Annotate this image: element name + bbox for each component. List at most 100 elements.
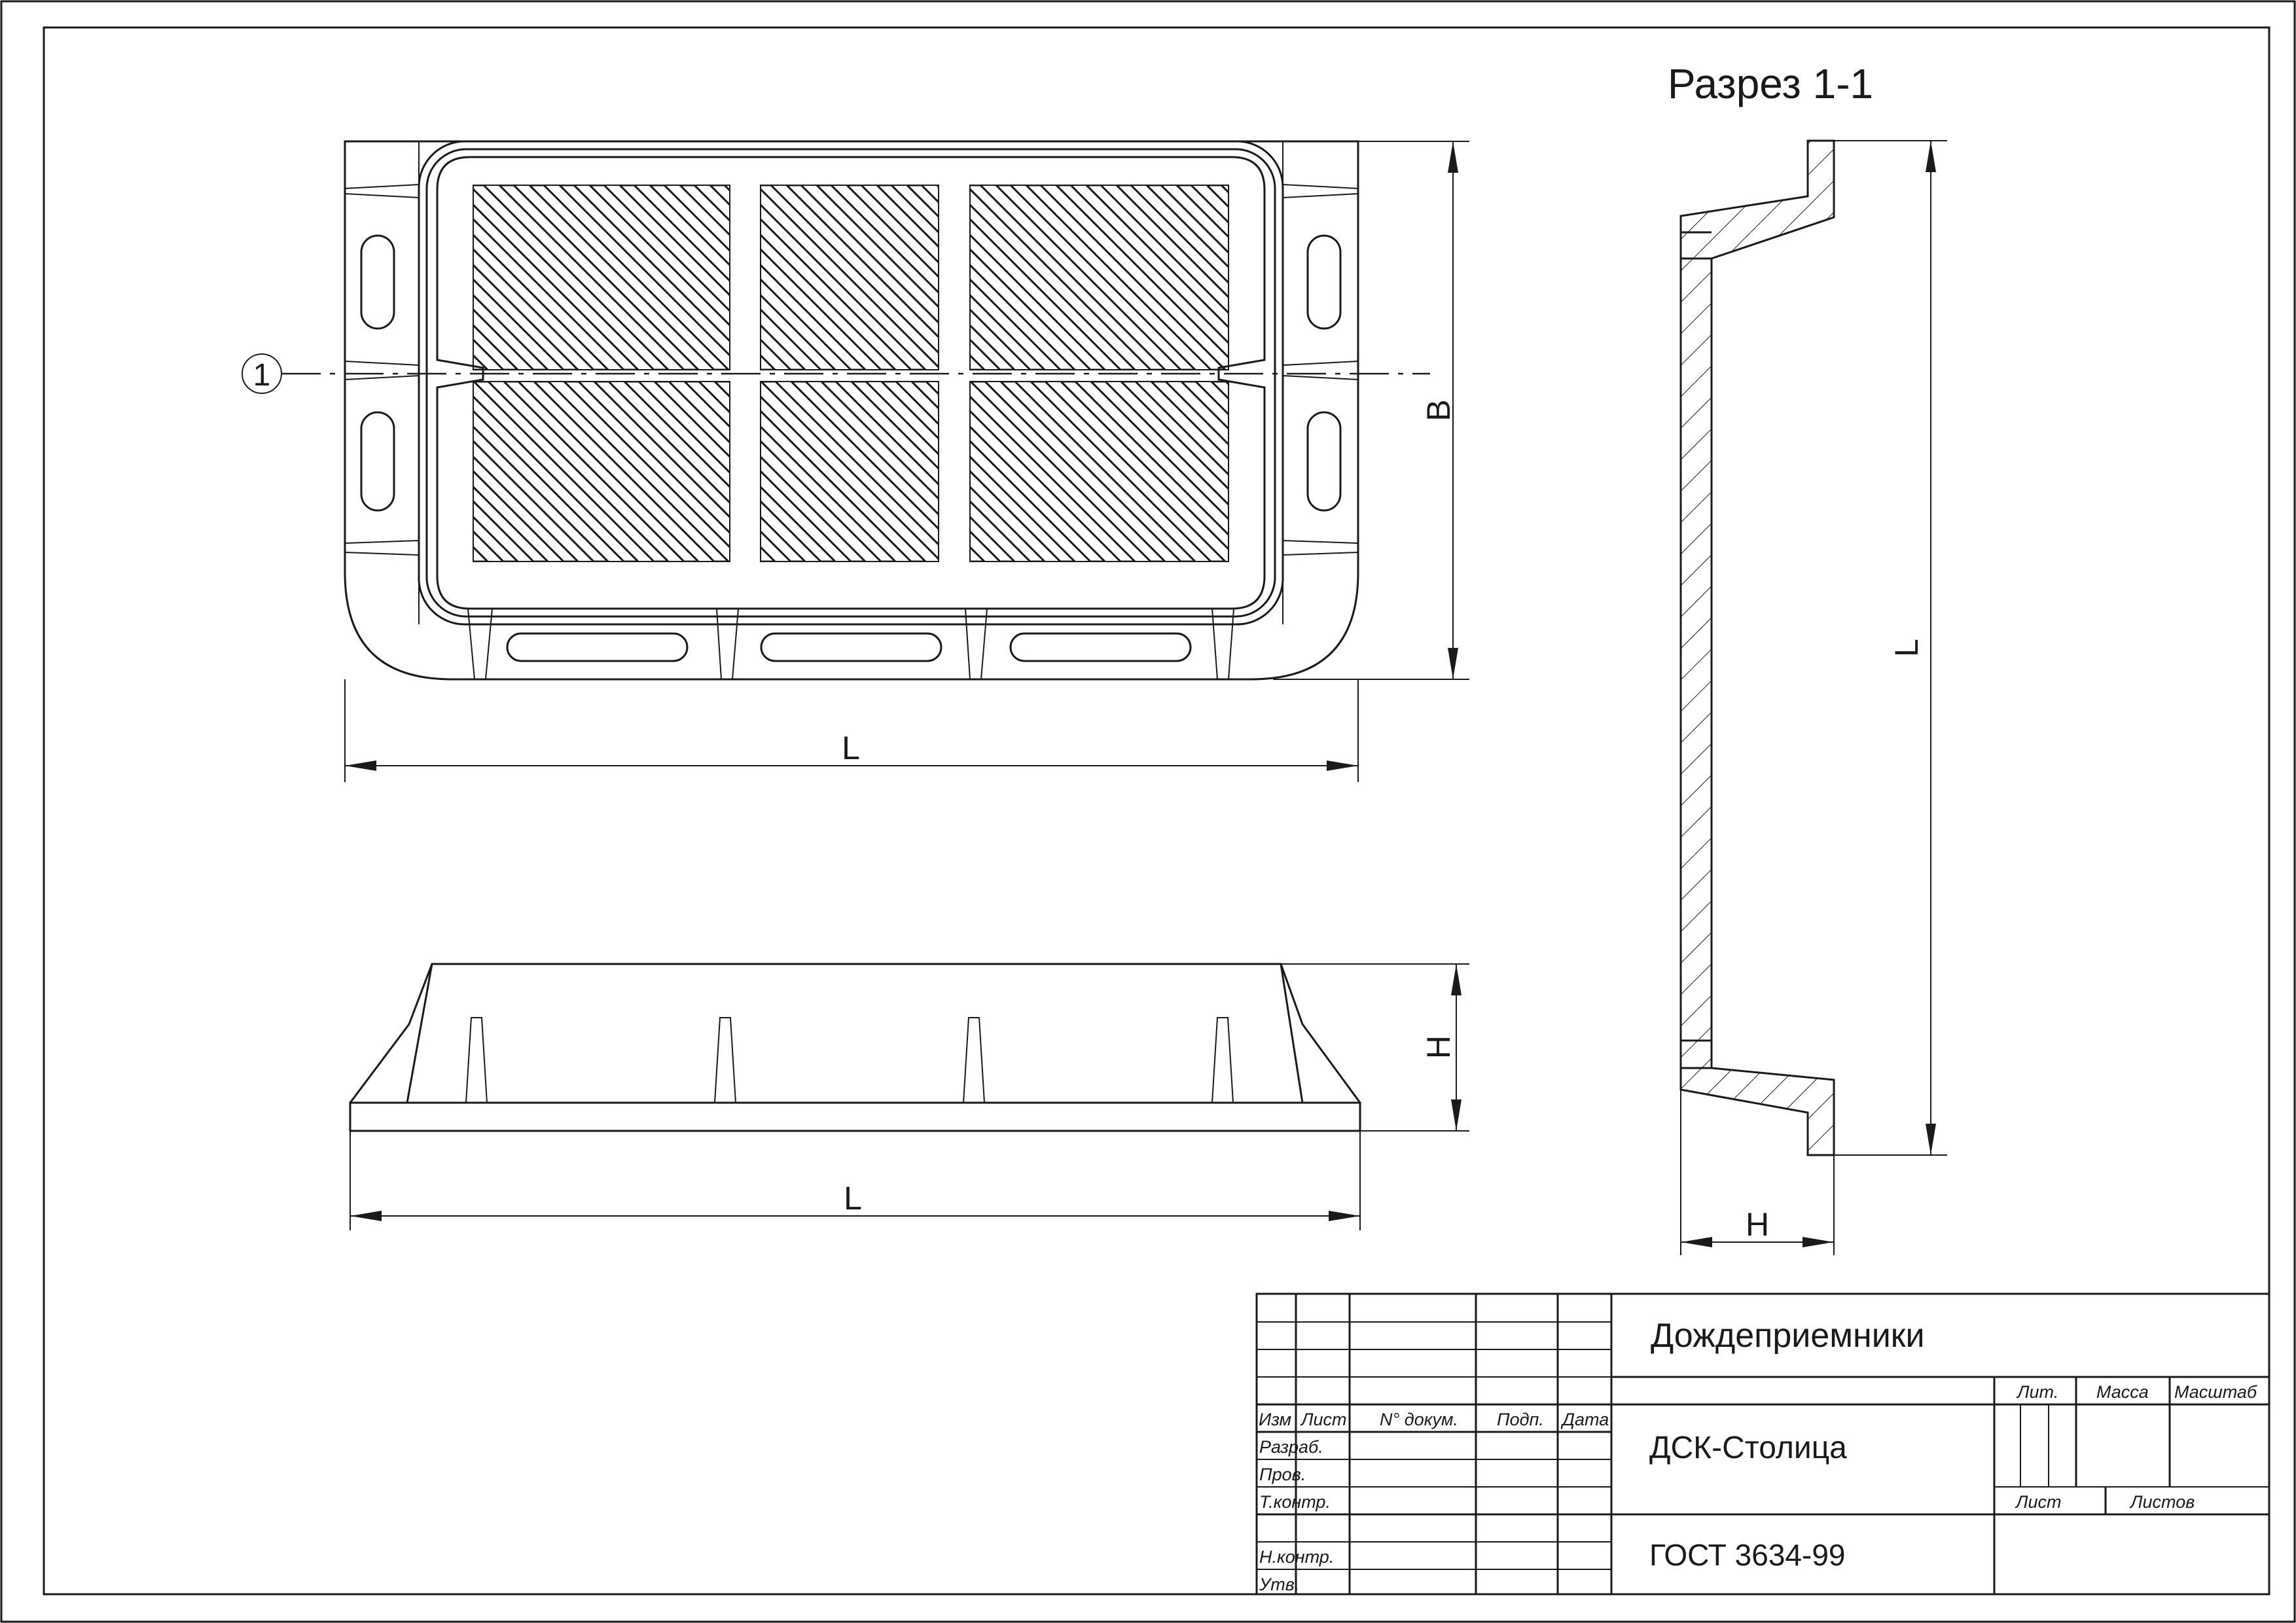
grate-panel-top-middle-frame [760, 185, 939, 370]
side-dimension-height: H [1281, 963, 1469, 1132]
plan-outer-contour [344, 140, 1359, 681]
grate-panel-bottom-right-frame [969, 381, 1229, 562]
grate-bar [970, 185, 1167, 370]
grate-bar [588, 185, 730, 327]
grate-panel-top-right-frame [969, 185, 1229, 370]
grate-panel-top-left [473, 185, 730, 370]
inner-frame [43, 26, 2270, 1596]
grate-bar [970, 382, 1167, 562]
tb-info-lit: Лит. [2016, 1382, 2058, 1402]
grate-bar [1205, 185, 1229, 209]
plan-slot-right-top [1306, 234, 1342, 330]
tb-info-scale: Масштаб [2174, 1382, 2257, 1402]
section-marker-circle [242, 353, 282, 394]
plan-slot-left-top [360, 234, 395, 330]
tb-header-list: Лист [1300, 1410, 1347, 1429]
grate-bar [562, 382, 730, 549]
side-view [349, 963, 1361, 1132]
grate-bar [994, 185, 1197, 370]
grate-panel-bottom-middle [761, 382, 939, 562]
section-profile-hatched [1679, 139, 1835, 1156]
grate-panel-bottom-left [473, 382, 730, 562]
section-dim-length-label: L [1888, 639, 1925, 657]
side-body [349, 963, 1361, 1103]
title-block-grid [1257, 1294, 2269, 1594]
title-block: Изм Лист N° докум. Подп. Дата Разраб. Пр… [1255, 1293, 2270, 1596]
plan-side-ribs [344, 183, 1359, 556]
grate-bar [473, 203, 640, 370]
tb-role-tech-control: Т.контр. [1259, 1492, 1331, 1512]
grate-bar [761, 382, 939, 561]
grate-bar [761, 185, 939, 369]
grate-bar [761, 233, 897, 370]
grate-bar [473, 395, 640, 562]
tb-sheets-label: Листов [2129, 1492, 2195, 1512]
tb-role-norm-control: Н.контр. [1259, 1547, 1334, 1567]
grate-bar [473, 382, 670, 562]
section-title: Разрез 1-1 [1668, 60, 1873, 107]
section-dimension-height: H [1680, 1090, 1835, 1255]
grate-bar [1059, 382, 1229, 551]
grate-bar [1175, 185, 1229, 239]
grate-bar [1237, 185, 1436, 370]
tb-organization: ДСК-Столица [1649, 1431, 1847, 1465]
grate-bar [970, 233, 1107, 370]
grate-bar [558, 185, 730, 357]
section-marker-label: 1 [253, 358, 271, 393]
grate-bar [761, 455, 867, 562]
side-base-plate [349, 1101, 1361, 1132]
plan-dimension-width: B [1273, 141, 1469, 680]
plan-view: 1 [242, 140, 1436, 681]
plan-slot-bottom-1 [506, 632, 689, 662]
tb-role-developer: Разраб. [1259, 1437, 1323, 1457]
grate-panel-top-left-frame [473, 185, 730, 370]
grate-bar [502, 382, 700, 562]
grate-bar [473, 263, 580, 370]
grate-bar [970, 263, 1077, 370]
side-dimension-length: L [350, 1131, 1361, 1230]
grate-bar [528, 185, 730, 370]
grate-bar [473, 233, 610, 370]
tb-header-sign: Подп. [1497, 1410, 1544, 1429]
grate-bar [1089, 382, 1229, 521]
grate-bar [970, 455, 1077, 562]
grate-bar [473, 545, 490, 562]
grate-bar [761, 203, 927, 370]
grate-bar [473, 185, 670, 370]
plan-frame-ring-2 [425, 148, 1276, 618]
tb-info-mass: Масса [2096, 1382, 2149, 1402]
grate-bar [999, 382, 1197, 562]
grate-bar [1024, 185, 1227, 370]
grate-panel-bottom-middle-frame [760, 381, 939, 562]
grate-panel-bottom-left-frame [473, 381, 730, 562]
plan-slot-bottom-3 [1009, 632, 1192, 662]
grate-bar [1115, 185, 1229, 299]
grate-panel-bottom-right [970, 382, 1229, 562]
grate-bar [761, 263, 867, 370]
grate-bar [473, 455, 580, 562]
plan-slot-bottom-2 [760, 632, 942, 662]
tb-role-approved: Утв. [1259, 1575, 1299, 1594]
section-profile-inner [1681, 231, 1712, 1069]
grate-bar [1029, 382, 1227, 562]
tb-standard: ГОСТ 3634-99 [1649, 1538, 1846, 1572]
grate-bar [1054, 185, 1229, 359]
plan-slot-right-bottom [1306, 411, 1342, 512]
tb-sheet-label: Лист [2015, 1492, 2062, 1512]
plan-dimension-length: L [344, 679, 1359, 782]
side-ribs [465, 1017, 1234, 1103]
grate-bar [789, 382, 939, 531]
grate-bar [761, 395, 927, 562]
tb-header-izm: Изм [1259, 1410, 1291, 1429]
section-view [1679, 139, 1835, 1156]
plan-grate-border [436, 156, 1266, 610]
grate-bar [970, 425, 1107, 562]
grate-panel-top-middle [761, 185, 939, 370]
side-dim-length-label: L [844, 1180, 862, 1217]
grate-bar [497, 185, 700, 370]
plan-bottom-ribs [467, 608, 1234, 680]
grate-bar [473, 425, 610, 562]
grate-bar [1145, 185, 1229, 269]
grate-bar [785, 185, 939, 339]
